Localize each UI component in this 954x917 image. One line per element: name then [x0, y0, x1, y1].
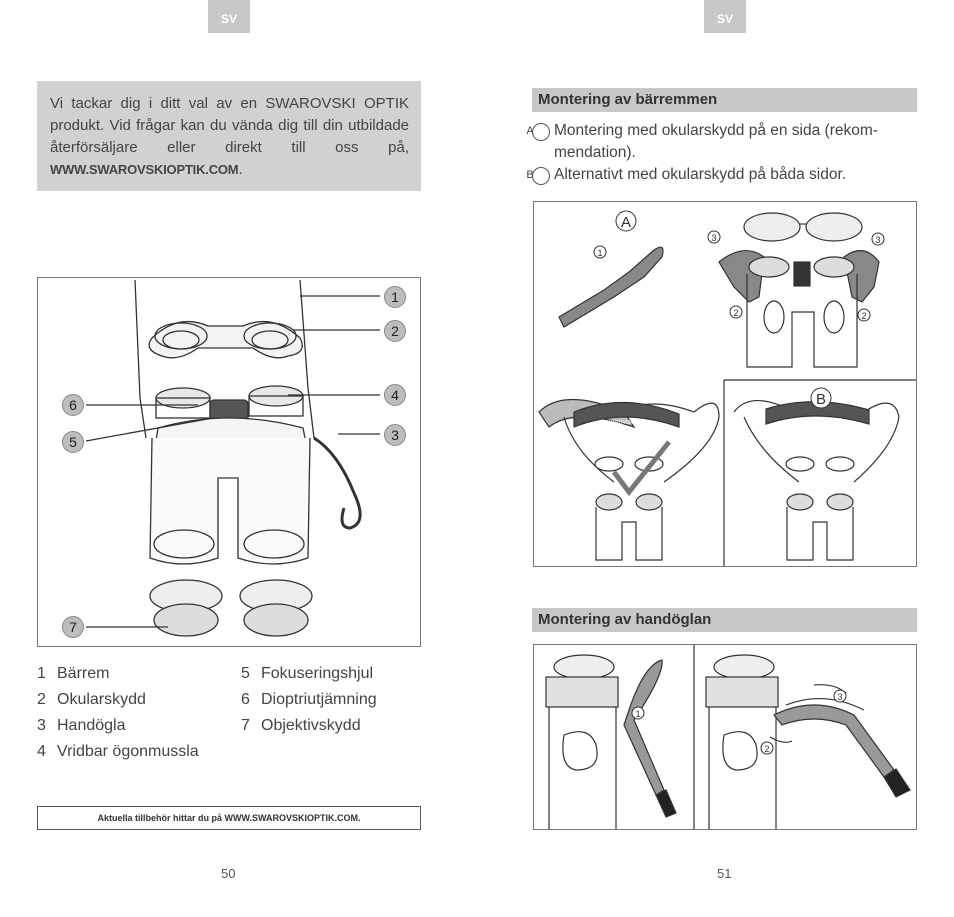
intro-text: Vi tackar dig i ditt val av en SWAROVSKI… [50, 95, 409, 156]
binocular-figure: 1 2 3 4 5 6 7 [37, 277, 421, 647]
page-number-right: 51 [717, 866, 732, 881]
marker-a: A [526, 123, 550, 141]
intro-box: Vi tackar dig i ditt val av en SWAROVSKI… [37, 81, 421, 191]
accessory-note: Aktuella tillbehör hittar du på WWW.SWAR… [37, 806, 421, 830]
step-3-right: 3 [875, 235, 880, 245]
page-number-left: 50 [221, 866, 236, 881]
step-2-right: 2 [861, 311, 866, 321]
callout-7: 7 [62, 616, 84, 638]
language-tab: SV [208, 0, 250, 33]
hand-step-3: 3 [837, 692, 842, 702]
callout-6: 6 [62, 394, 84, 416]
callout-3: 3 [384, 424, 406, 446]
step-1: 1 [597, 248, 602, 258]
fig-label-b: B [816, 391, 826, 408]
handstrap-illustration: 1 2 3 [545, 645, 911, 829]
intro-url[interactable]: WWW.SWAROVSKIOPTIK.COM [50, 162, 239, 177]
fig-label-a: A [621, 214, 631, 231]
hand-step-1: 1 [635, 709, 640, 719]
step-3-left: 3 [711, 233, 716, 243]
callout-2: 2 [384, 320, 406, 342]
strap-illustration: A B 1 3 3 2 2 SWAROVSKI OPTIK SWAROVSKI … [538, 210, 916, 566]
section-heading-handstrap: Montering av handöglan [532, 608, 917, 632]
step-2-left: 2 [733, 308, 738, 318]
brand-label: SWAROVSKI OPTIK [795, 418, 842, 424]
binocular-illustration [85, 279, 380, 637]
language-tab: SV [704, 0, 746, 33]
marker-b: B [526, 167, 550, 185]
strap-mounting-figure: A B 1 3 3 2 2 SWAROVSKI OPTIK SWAROVSKI … [533, 201, 917, 567]
callout-4: 4 [384, 384, 406, 406]
callout-5: 5 [62, 431, 84, 453]
hand-step-2: 2 [764, 744, 769, 754]
handstrap-figure: 1 2 3 [533, 644, 917, 830]
callout-1: 1 [384, 286, 406, 308]
brand-label: SWAROVSKI OPTIK [604, 420, 651, 426]
section-heading-strap: Montering av bärremmen [532, 88, 917, 112]
